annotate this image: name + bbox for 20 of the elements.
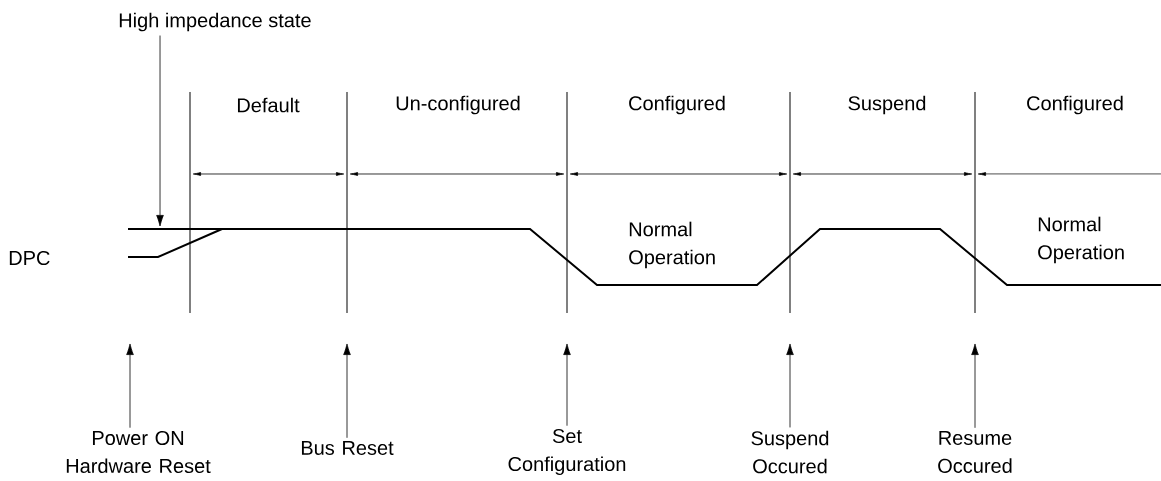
annotation-text: Normal Operation (1038, 216, 1124, 264)
state-label: Configured (629, 95, 725, 115)
arrow (971, 343, 979, 429)
state-label: Un-configured (396, 95, 520, 115)
event-label: Set Configuration (508, 428, 626, 476)
arrow (786, 343, 794, 428)
event-label: Resume Occured (938, 431, 1012, 473)
event-label: High impedance state (119, 12, 311, 32)
state-label: Suspend (848, 95, 926, 115)
annotation-text: Normal Operation (629, 221, 715, 269)
arrow (343, 343, 351, 439)
state-label: Default (238, 97, 300, 113)
event-label: Power ON Hardware Reset (66, 430, 211, 474)
arrow (563, 343, 571, 427)
state-label: Configured (1027, 95, 1123, 115)
signal-name: DPC (9, 250, 50, 266)
arrow (156, 35, 164, 227)
arrow (126, 343, 134, 429)
event-label: Suspend Occured (751, 430, 829, 474)
event-label: Bus Reset (301, 441, 394, 455)
